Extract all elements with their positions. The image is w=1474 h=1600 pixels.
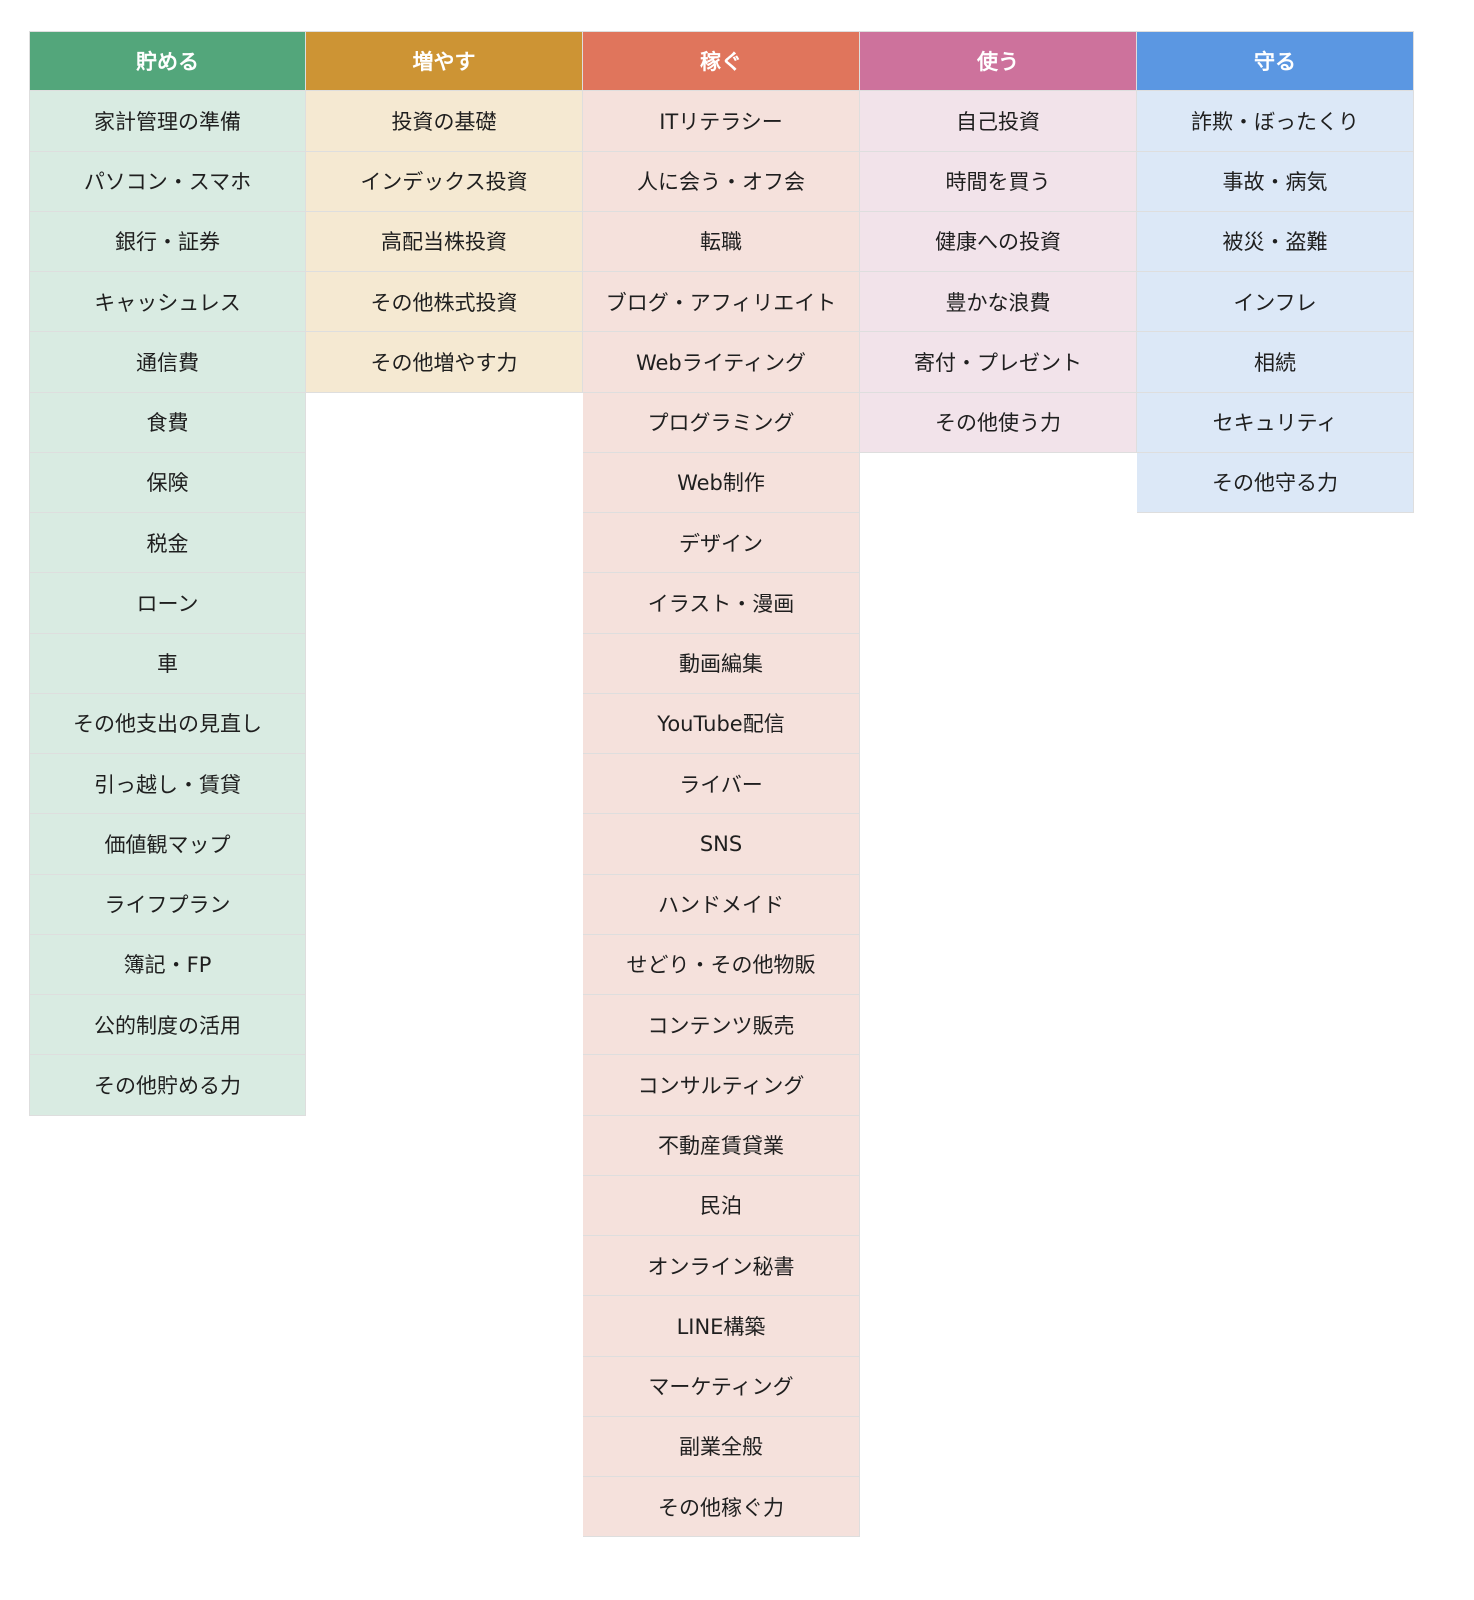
category-item: 動画編集 [583, 633, 860, 694]
category-item: 通信費 [29, 332, 306, 393]
category-item: ハンドメイド [583, 874, 860, 935]
category-item: コンサルティング [583, 1055, 860, 1116]
column-header: 稼ぐ [583, 31, 860, 92]
column-header: 守る [1137, 31, 1414, 92]
category-item: YouTube配信 [583, 693, 860, 754]
category-item: その他増やす力 [306, 332, 583, 393]
category-item: 詐欺・ぼったくり [1137, 91, 1414, 152]
category-item: 事故・病気 [1137, 151, 1414, 212]
category-item: 銀行・証券 [29, 211, 306, 272]
category-item: 食費 [29, 392, 306, 453]
category-item: ライバー [583, 754, 860, 815]
category-item: 高配当株投資 [306, 211, 583, 272]
column-header: 使う [860, 31, 1137, 92]
category-item: 被災・盗難 [1137, 211, 1414, 272]
category-item: 家計管理の準備 [29, 91, 306, 152]
category-item: 価値観マップ [29, 814, 306, 875]
category-item: ローン [29, 573, 306, 634]
category-column: 増やす投資の基礎インデックス投資高配当株投資その他株式投資その他増やす力 [306, 31, 583, 393]
category-column: 使う自己投資時間を買う健康への投資豊かな浪費寄付・プレゼントその他使う力 [860, 31, 1137, 453]
category-item: その他支出の見直し [29, 693, 306, 754]
category-item: LINE構築 [583, 1296, 860, 1357]
category-board: 貯める家計管理の準備パソコン・スマホ銀行・証券キャッシュレス通信費食費保険税金ロ… [29, 31, 1414, 1538]
category-item: その他貯める力 [29, 1055, 306, 1116]
category-item: 副業全般 [583, 1416, 860, 1477]
category-item: その他稼ぐ力 [583, 1477, 860, 1538]
column-header: 貯める [29, 31, 306, 92]
category-item: デザイン [583, 513, 860, 574]
category-item: イラスト・漫画 [583, 573, 860, 634]
category-item: その他使う力 [860, 392, 1137, 453]
category-item: 引っ越し・賃貸 [29, 754, 306, 815]
category-item: 民泊 [583, 1175, 860, 1236]
category-item: 不動産賃貸業 [583, 1115, 860, 1176]
category-item: 豊かな浪費 [860, 272, 1137, 333]
category-item: キャッシュレス [29, 272, 306, 333]
category-item: 公的制度の活用 [29, 995, 306, 1056]
category-item: 税金 [29, 513, 306, 574]
category-item: コンテンツ販売 [583, 995, 860, 1056]
category-item: 寄付・プレゼント [860, 332, 1137, 393]
category-item: インデックス投資 [306, 151, 583, 212]
category-item: ITリテラシー [583, 91, 860, 152]
category-item: パソコン・スマホ [29, 151, 306, 212]
category-item: 簿記・FP [29, 934, 306, 995]
category-column: 貯める家計管理の準備パソコン・スマホ銀行・証券キャッシュレス通信費食費保険税金ロ… [29, 31, 306, 1116]
category-item: Webライティング [583, 332, 860, 393]
category-column: 守る詐欺・ぼったくり事故・病気被災・盗難インフレ相続セキュリティその他守る力 [1137, 31, 1414, 513]
category-item: プログラミング [583, 392, 860, 453]
category-item: Web制作 [583, 452, 860, 513]
category-item: マーケティング [583, 1356, 860, 1417]
category-item: インフレ [1137, 272, 1414, 333]
column-header: 増やす [306, 31, 583, 92]
category-item: 転職 [583, 211, 860, 272]
category-item: 時間を買う [860, 151, 1137, 212]
category-item: ライフプラン [29, 874, 306, 935]
category-item: 保険 [29, 452, 306, 513]
category-item: 健康への投資 [860, 211, 1137, 272]
category-item: ブログ・アフィリエイト [583, 272, 860, 333]
category-item: 投資の基礎 [306, 91, 583, 152]
category-item: その他守る力 [1137, 452, 1414, 513]
category-item: オンライン秘書 [583, 1236, 860, 1297]
category-item: 車 [29, 633, 306, 694]
category-item: 人に会う・オフ会 [583, 151, 860, 212]
category-item: せどり・その他物販 [583, 934, 860, 995]
category-item: SNS [583, 814, 860, 875]
category-item: セキュリティ [1137, 392, 1414, 453]
category-item: 自己投資 [860, 91, 1137, 152]
category-item: その他株式投資 [306, 272, 583, 333]
category-item: 相続 [1137, 332, 1414, 393]
